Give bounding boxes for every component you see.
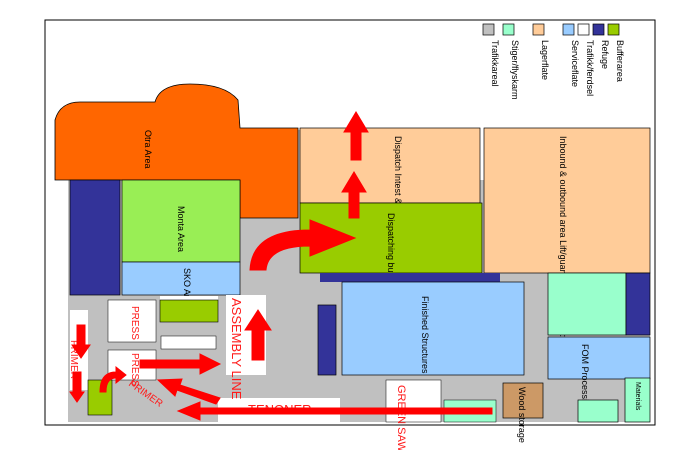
- arrow-down-left: [69, 371, 85, 403]
- flow-arrows: [69, 111, 493, 421]
- arrow-left-tenoner: [176, 401, 493, 421]
- arrow-up-dispatch-2: [341, 171, 367, 219]
- dispatching-buffer-label: Dispatching buffer: [386, 213, 396, 285]
- materials-area: [624, 377, 651, 423]
- dispatch-area: [299, 127, 481, 204]
- arrow-diagonal-up: [156, 378, 221, 405]
- materials-stiger: [577, 399, 619, 423]
- monta-area: [121, 179, 241, 263]
- arrow-down-primer: [71, 324, 91, 359]
- legend-label-3: Trafikk/ferdsel: [585, 40, 595, 96]
- assembly-line-label: ASSEMBLY LINE: [229, 298, 244, 400]
- refuge-center: [317, 304, 337, 376]
- refuge-right: [625, 272, 651, 336]
- legend-label-1: Bufferarea: [615, 40, 625, 82]
- legend-label-7: Trafikkareal: [490, 40, 500, 87]
- inbound-area-label: Inbound & outbound area Lift/guard/chang…: [558, 136, 568, 354]
- arrow-up-dispatch-1: [343, 111, 369, 161]
- legend-swatch-5: [532, 23, 545, 36]
- legend-swatch-4: [562, 23, 575, 36]
- finished-structures: [341, 281, 525, 376]
- legend-label-2: Refuge: [600, 40, 610, 69]
- wood-storage-label: Wood storage: [517, 387, 527, 443]
- refuge-left: [69, 179, 121, 296]
- press-label-2: PRESS: [129, 353, 140, 387]
- green-saw-block: [385, 379, 442, 423]
- arrow-right-press: [139, 353, 222, 375]
- primer-buffer: [87, 379, 113, 416]
- refuge-strip: [320, 273, 500, 282]
- arrow-up-assembly: [244, 309, 272, 361]
- green-saw-label: GREEN SAW: [395, 385, 407, 450]
- legend-swatch-2: [592, 23, 605, 36]
- finished-structures-label: Finished Structures: [420, 296, 430, 374]
- press-block-1: [107, 299, 157, 343]
- materials-label: Materials: [634, 382, 641, 411]
- fom-processing-label: FOM Processing: [580, 344, 590, 411]
- buffer-small: [159, 299, 219, 323]
- otra-area: Otra Area: [54, 83, 299, 219]
- white-block-2: [160, 335, 217, 350]
- primer-label: PRIMER: [68, 340, 79, 379]
- legend-swatch-3: [577, 23, 590, 36]
- arrow-curved-buffer: [249, 219, 357, 271]
- legend: Bufferarea Refuge Trafikk/ferdsel Servic…: [482, 23, 625, 100]
- sko-area: [121, 261, 241, 296]
- legend-label-5: Lagerflate: [540, 40, 550, 80]
- press-label-1: PRESS: [129, 306, 140, 340]
- inbound-area: [483, 127, 651, 274]
- legend-swatch-6: [502, 23, 515, 36]
- wood-storage: [502, 382, 544, 419]
- dispatch-area-label: Dispatch Intest & outbound: [393, 136, 403, 244]
- legend-swatch-1: [607, 23, 620, 36]
- legend-swatch-7: [482, 23, 495, 36]
- monta-area-label: Monta Area: [176, 206, 186, 252]
- fom-processing: [547, 336, 651, 380]
- legend-label-4: Serviceflate: [570, 40, 580, 87]
- arrow-hook: [99, 365, 127, 393]
- stiger-area: [547, 272, 627, 336]
- sko-area-label: SKO Area: [182, 268, 192, 308]
- otra-area-label: Otra Area: [143, 130, 153, 169]
- legend-label-6: Stiger/flyskarm: [510, 40, 520, 100]
